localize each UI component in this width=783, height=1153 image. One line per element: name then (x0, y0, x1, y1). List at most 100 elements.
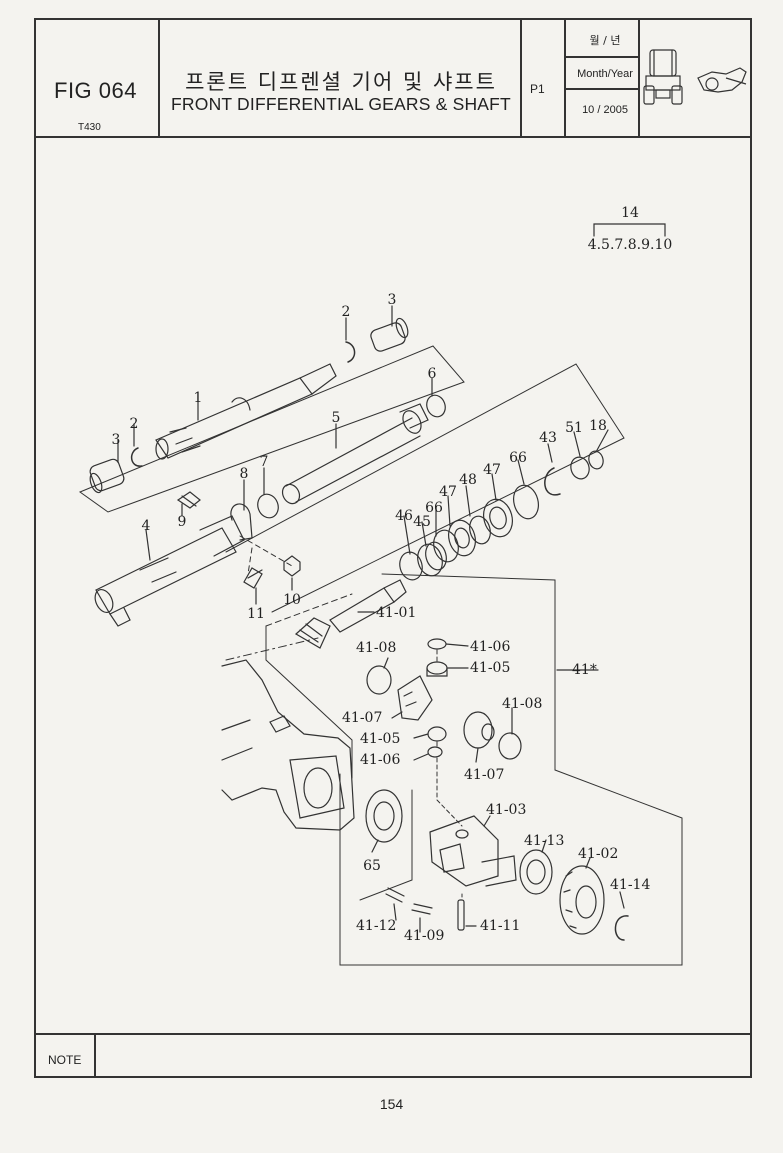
callout-18: 18 (589, 418, 607, 434)
callout-43: 43 (539, 430, 557, 446)
o-ring-6 (426, 394, 446, 418)
bearing-47-left (448, 519, 476, 557)
sleeve-bushing-right (370, 322, 406, 352)
group-outline-shaft (78, 345, 465, 513)
callout-9: 9 (178, 514, 187, 530)
callout-5: 5 (332, 410, 341, 426)
tractor-location-thumbnail (643, 49, 747, 105)
differential-case (429, 815, 517, 887)
ring-66-right (513, 484, 539, 520)
header-divider (565, 56, 640, 58)
callout-66: 66 (425, 500, 443, 516)
pinion-gear-41-05-bottom (427, 726, 447, 742)
figure-number: FIG 064 (54, 78, 137, 103)
callout-41-03: 41-03 (486, 802, 526, 818)
seal-46 (399, 551, 423, 581)
kit-number: 14 (621, 205, 639, 221)
pinion-gear-41-05-top (426, 661, 448, 675)
note-divider (94, 1035, 96, 1078)
page-frame (34, 18, 752, 1078)
page-number: 154 (379, 1096, 404, 1112)
shaft-housing (94, 515, 245, 627)
header-divider (565, 88, 640, 90)
callout-41-14: 41-14 (610, 877, 650, 893)
group-outline-differential (339, 573, 683, 966)
callout-41-08: 41-08 (356, 640, 396, 656)
sleeve-bushing-left (89, 458, 125, 492)
callout-3: 3 (112, 432, 121, 448)
snap-ring-43 (544, 467, 561, 496)
clamp-bracket (230, 503, 253, 541)
pin-41-12 (385, 887, 405, 903)
circlip-left (130, 447, 143, 467)
callout-2: 2 (342, 304, 351, 320)
header-divider (638, 18, 640, 136)
pinion-shaft (294, 579, 407, 649)
kit-bracket (593, 223, 666, 237)
callout-4: 4 (142, 518, 151, 534)
callout-45: 45 (413, 514, 431, 530)
o-ring-7 (257, 493, 279, 519)
callout-51: 51 (565, 420, 583, 436)
callout-41-08: 41-08 (502, 696, 542, 712)
callout-65: 65 (363, 858, 381, 874)
callout-41-06: 41-06 (360, 752, 400, 768)
title-korean: 프론트 디프렌셜 기어 및 샤프트 (185, 70, 497, 94)
group-outline-bearings (225, 363, 625, 613)
callout-7: 7 (260, 454, 269, 470)
month-year-korean: 월 / 년 (589, 34, 621, 47)
month-year-label: Month/Year (577, 68, 633, 80)
month-year-value: 10 / 2005 (582, 104, 628, 116)
kit-contents: 4.5.7.8.9.10 (588, 237, 673, 253)
note-area: NOTE (34, 1033, 752, 1078)
shaft-41-11 (457, 899, 465, 931)
bearing-41-13 (519, 849, 553, 895)
nut-18 (588, 450, 604, 470)
page-indicator: P1 (530, 82, 545, 96)
bearing-65 (365, 789, 403, 843)
callout-2: 2 (130, 416, 139, 432)
pin-41-09 (411, 903, 433, 915)
callout-11: 11 (247, 606, 265, 622)
header-divider (520, 18, 522, 136)
callout-41-01: 41-01 (376, 605, 416, 621)
shaft-pipe (281, 403, 429, 505)
washer-41-06-top (427, 638, 447, 650)
callout-41-06: 41-06 (470, 639, 510, 655)
circlip-right (345, 341, 356, 363)
callout-8: 8 (240, 466, 249, 482)
title-english: FRONT DIFFERENTIAL GEARS & SHAFT (171, 94, 511, 114)
lock-nut-51 (570, 456, 590, 480)
bearing-47-right (483, 498, 513, 538)
spacer-48 (469, 515, 491, 545)
bolt-11 (243, 567, 263, 589)
nut-10 (283, 555, 301, 577)
snap-ring-41-14 (614, 915, 629, 941)
callout-41-07: 41-07 (464, 767, 504, 783)
callout-41-02: 41-02 (578, 846, 618, 862)
ring-66 (433, 529, 459, 563)
callout-47: 47 (439, 484, 457, 500)
callout-47: 47 (483, 462, 501, 478)
callout-41-12: 41-12 (356, 918, 396, 934)
header: FIG 064 T430 프론트 디프렌셜 기어 및 샤프트 FRONT DIF… (34, 18, 752, 138)
side-gear-41-07-left (397, 675, 433, 721)
callout-41-11: 41-11 (480, 918, 520, 934)
header-divider (158, 18, 160, 136)
front-drive-shaft (155, 363, 337, 460)
callout-41-star: 41* (572, 662, 597, 678)
washer-41-08-left (366, 665, 392, 695)
callout-41-07: 41-07 (342, 710, 382, 726)
note-label: NOTE (48, 1053, 82, 1067)
ring-gear-41-02 (559, 865, 605, 935)
bolt-9 (176, 491, 201, 509)
callout-1: 1 (194, 390, 203, 406)
callout-3: 3 (388, 292, 397, 308)
transmission-case (221, 659, 355, 831)
callout-46: 46 (395, 508, 413, 524)
header-divider (564, 18, 566, 136)
callout-41-05: 41-05 (470, 660, 510, 676)
side-gear-41-07-right (463, 711, 493, 749)
callout-41-13: 41-13 (524, 833, 564, 849)
